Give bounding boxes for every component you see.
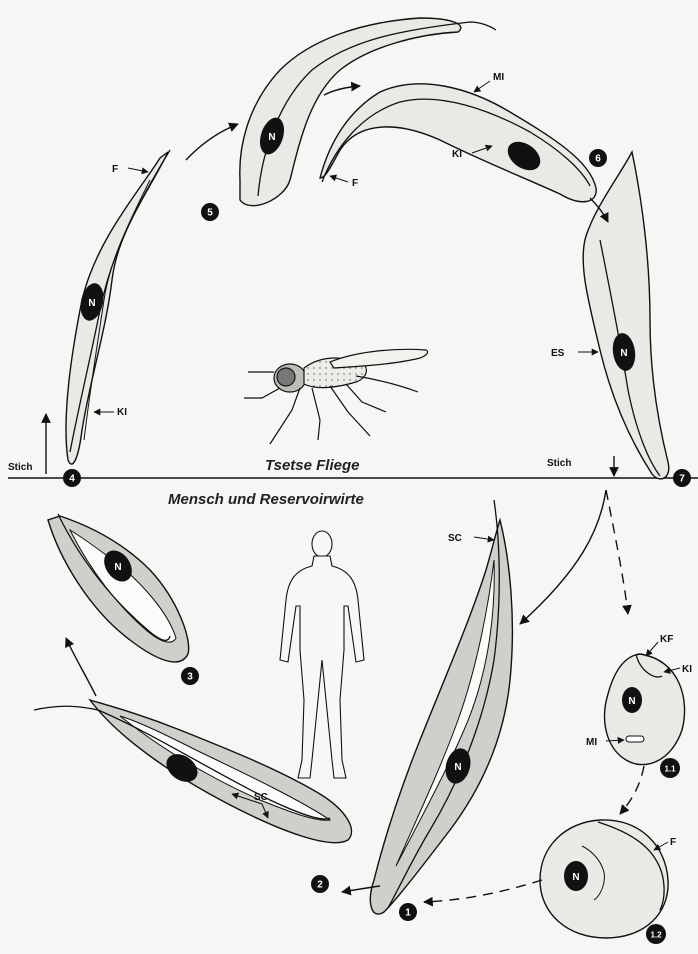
arrow-stich-to-1-1 (606, 490, 628, 614)
stage-1-2-organism: N (540, 820, 668, 938)
stage-1-1-number: 1.1 (660, 758, 680, 778)
stage-5-number-label: 5 (207, 208, 213, 219)
label-sc-stage-2: SC (254, 792, 268, 803)
title-mensch-und-reservoirwirte: Mensch und Reservoirwirte (168, 491, 364, 508)
stage-3-nucleus-label: N (114, 562, 121, 573)
arrow-4-to-5 (186, 124, 238, 160)
human-figure-illustration (280, 531, 364, 778)
stage-5-nucleus-label: N (268, 132, 275, 143)
label-sc-stage-1: SC (448, 533, 462, 544)
label-ki-stage-4: KI (117, 407, 127, 418)
stage-1-number: 1 (399, 903, 417, 921)
stage-3-number: 3 (181, 667, 199, 685)
stage-7-organism: N (583, 152, 669, 479)
stage-4-nucleus-label: N (88, 298, 95, 309)
label-ki-stage-1-1: KI (682, 664, 692, 675)
stage-4-number-label: 4 (69, 474, 75, 485)
label-f-stage-4: F (112, 164, 118, 175)
label-stich-left: Stich (8, 462, 32, 473)
label-mi-stage-6: MI (493, 72, 504, 83)
label-stich-right: Stich (547, 458, 571, 469)
label-kf-stage-1-1: KF (660, 634, 673, 645)
label-f-stage-6: F (352, 178, 358, 189)
label-es-stage-7: ES (551, 348, 565, 359)
stage-1-1-number-label: 1.1 (664, 765, 676, 774)
stage-1-2-number: 1.2 (646, 924, 666, 944)
stage-6-organism (320, 84, 596, 202)
stage-1-2-number-label: 1.2 (650, 931, 662, 940)
label-mi-stage-1-1: MI (586, 737, 597, 748)
label-f-stage-1-2: F (670, 837, 676, 848)
stage-7-number-label: 7 (679, 474, 685, 485)
arrow-1-1-to-1-2 (620, 766, 644, 814)
stage-7-number: 7 (673, 469, 691, 487)
title-tsetse-fliege: Tsetse Fliege (265, 457, 359, 474)
stage-1-nucleus-label: N (454, 762, 461, 773)
arrow-5-to-6 (324, 86, 360, 95)
stage-4-number: 4 (63, 469, 81, 487)
tsetse-fly-illustration (244, 349, 428, 444)
stage-3-organism: N (48, 514, 189, 662)
stage-6-number: 6 (589, 149, 607, 167)
arrow-1-2-to-1 (424, 880, 542, 902)
arrow-stich-to-1 (520, 490, 606, 624)
stage-1-2-nucleus-label: N (572, 872, 579, 883)
stage-2-number: 2 (311, 875, 329, 893)
stage-6-number-label: 6 (595, 154, 601, 165)
stage-7-nucleus-label: N (620, 348, 627, 359)
stage-5-number: 5 (201, 203, 219, 221)
stage-1-1-nucleus-label: N (628, 696, 635, 707)
label-ki-stage-6: KI (452, 149, 462, 160)
stage-1-1-organism: N (605, 654, 685, 765)
stage-3-number-label: 3 (187, 672, 193, 683)
stage-1-organism: N (370, 500, 512, 914)
arrow-2-to-3 (66, 638, 96, 696)
stage-2-number-label: 2 (317, 880, 323, 891)
stage-1-number-label: 1 (405, 908, 411, 919)
